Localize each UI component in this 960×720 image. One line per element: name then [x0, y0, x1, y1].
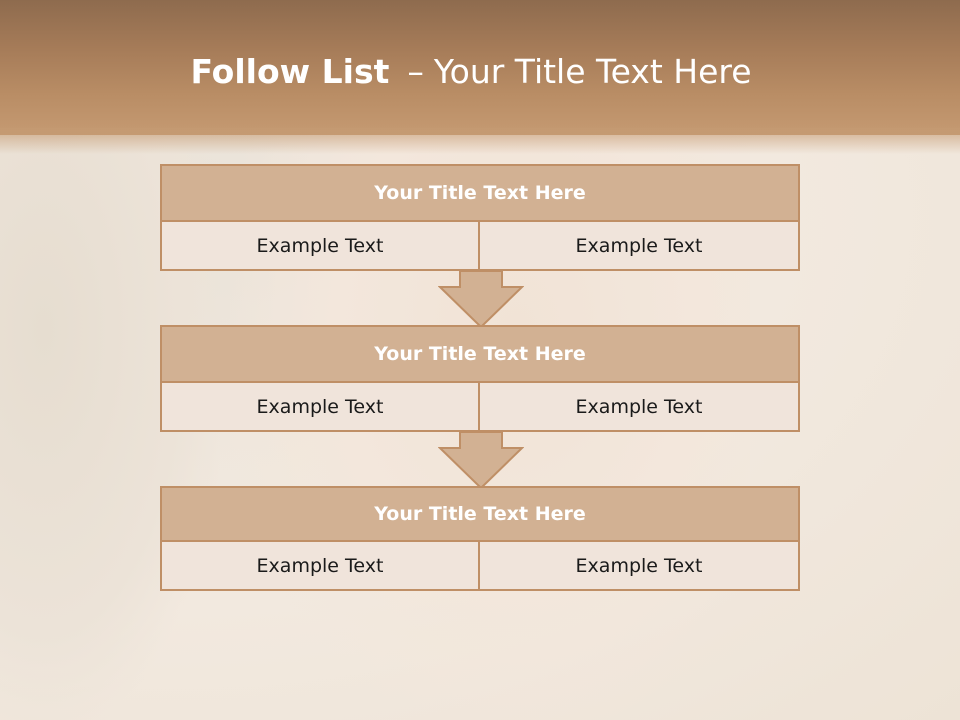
block-cell-right: Example Text [480, 542, 800, 591]
header-fade [0, 128, 960, 154]
block-cell-left: Example Text [160, 222, 480, 271]
block-cell-right: Example Text [480, 222, 800, 271]
down-arrow-icon [438, 432, 524, 490]
slide-title-rest: Your Title Text Here [433, 52, 752, 91]
block-title: Your Title Text Here [160, 325, 800, 383]
list-block-2: Your Title Text Here Example Text Exampl… [160, 325, 800, 432]
block-cell-left: Example Text [160, 383, 480, 432]
list-block-1: Your Title Text Here Example Text Exampl… [160, 164, 800, 271]
list-block-3: Your Title Text Here Example Text Exampl… [160, 486, 800, 591]
down-arrow-icon [438, 271, 524, 329]
block-title: Your Title Text Here [160, 164, 800, 222]
block-row: Example Text Example Text [160, 222, 800, 271]
block-title: Your Title Text Here [160, 486, 800, 542]
header-band [0, 0, 960, 135]
block-row: Example Text Example Text [160, 542, 800, 591]
slide-title-bold: Follow List [190, 52, 390, 91]
block-row: Example Text Example Text [160, 383, 800, 432]
slide-title: Follow List–Your Title Text Here [0, 52, 942, 91]
block-cell-left: Example Text [160, 542, 480, 591]
block-cell-right: Example Text [480, 383, 800, 432]
slide-title-dash: – [407, 52, 424, 91]
